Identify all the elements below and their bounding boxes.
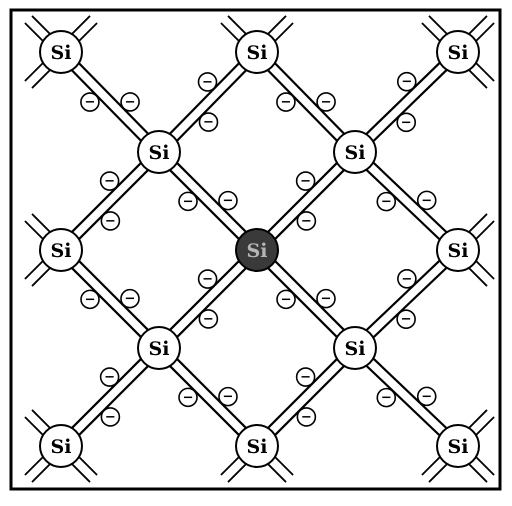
svg-text:−: − [203, 312, 214, 327]
svg-text:−: − [223, 390, 234, 405]
electron: − [277, 290, 295, 308]
svg-text:−: − [183, 194, 194, 209]
atom-label: Si [345, 142, 366, 164]
atom-label: Si [448, 436, 469, 458]
svg-text:−: − [381, 195, 392, 210]
svg-text:−: − [300, 174, 311, 189]
svg-text:−: − [125, 95, 136, 110]
silicon-atom: Si [138, 327, 180, 369]
electron: − [297, 172, 315, 190]
silicon-atom: Si [236, 425, 278, 467]
svg-text:−: − [280, 95, 291, 110]
svg-text:−: − [401, 115, 412, 130]
atom-label: Si [247, 42, 268, 64]
silicon-atom: Si [40, 425, 82, 467]
svg-text:−: − [84, 95, 95, 110]
electron: − [199, 270, 217, 288]
atom-label: Si [345, 338, 366, 360]
electron: − [377, 193, 395, 211]
electron: − [398, 270, 416, 288]
electron: − [121, 93, 139, 111]
svg-text:−: − [401, 75, 412, 90]
electron: − [317, 93, 335, 111]
electron: − [297, 212, 315, 230]
silicon-atom: Si [40, 31, 82, 73]
svg-text:−: − [321, 292, 332, 307]
svg-text:−: − [281, 292, 292, 307]
electron: − [317, 290, 335, 308]
silicon-atom: Si [437, 229, 479, 271]
electron: − [199, 73, 217, 91]
electron: − [101, 212, 119, 230]
electron: − [81, 290, 99, 308]
svg-text:−: − [401, 272, 412, 287]
svg-text:−: − [85, 292, 96, 307]
electron: − [199, 310, 217, 328]
electron: − [297, 368, 315, 386]
electron: − [418, 387, 436, 405]
electron: − [398, 73, 416, 91]
svg-text:−: − [104, 174, 115, 189]
electron: − [179, 192, 197, 210]
svg-text:−: − [223, 194, 234, 209]
svg-text:−: − [203, 115, 214, 130]
electron: − [397, 113, 415, 131]
svg-text:−: − [202, 272, 213, 287]
silicon-atom: Si [40, 229, 82, 271]
atom-label: Si [51, 436, 72, 458]
silicon-atom: Si [334, 131, 376, 173]
silicon-atom: Si [437, 31, 479, 73]
svg-text:−: − [321, 95, 332, 110]
electron: − [101, 408, 119, 426]
svg-text:−: − [401, 312, 412, 327]
svg-text:−: − [125, 292, 136, 307]
electron: − [418, 191, 436, 209]
svg-text:−: − [104, 370, 115, 385]
electron: − [297, 408, 315, 426]
electron: − [179, 388, 197, 406]
electron: − [121, 290, 139, 308]
svg-text:−: − [183, 390, 194, 405]
silicon-atom: Si [334, 327, 376, 369]
atom-label: Si [247, 436, 268, 458]
electron: − [81, 93, 99, 111]
electron: − [397, 310, 415, 328]
atom-label: Si [149, 142, 170, 164]
impurity-atom: Si [236, 229, 278, 271]
silicon-atom: Si [437, 425, 479, 467]
atom-label: Si [149, 338, 170, 360]
svg-text:−: − [421, 389, 432, 404]
electron: − [199, 113, 217, 131]
svg-text:−: − [105, 214, 116, 229]
svg-text:−: − [301, 214, 312, 229]
electron: − [101, 368, 119, 386]
electron: − [101, 172, 119, 190]
svg-text:−: − [381, 391, 392, 406]
svg-text:−: − [202, 75, 213, 90]
electron: − [219, 192, 237, 210]
svg-text:−: − [300, 370, 311, 385]
silicon-atom: Si [138, 131, 180, 173]
atom-label: Si [448, 240, 469, 262]
atom-label: Si [247, 240, 268, 262]
electron: − [277, 93, 295, 111]
svg-text:−: − [301, 410, 312, 425]
electron: − [377, 389, 395, 407]
svg-text:−: − [421, 193, 432, 208]
electron: − [219, 388, 237, 406]
atom-label: Si [51, 42, 72, 64]
svg-text:−: − [105, 410, 116, 425]
atom-label: Si [448, 42, 469, 64]
silicon-atom: Si [236, 31, 278, 73]
atom-label: Si [51, 240, 72, 262]
